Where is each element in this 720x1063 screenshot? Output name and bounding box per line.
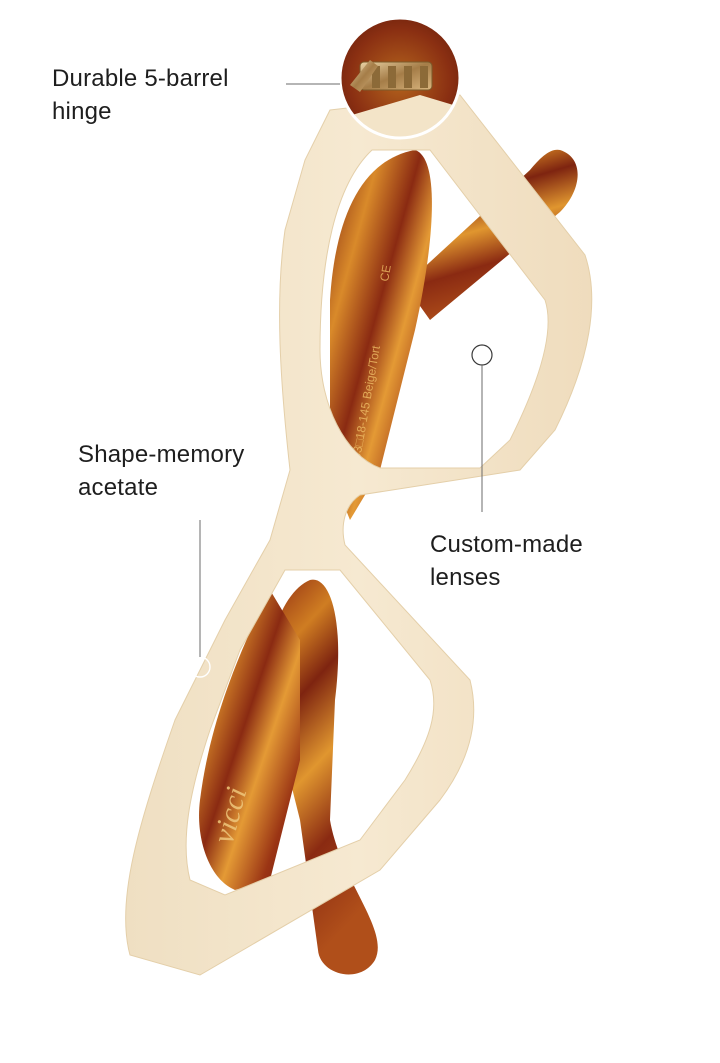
acetate-callout-marker: [189, 520, 211, 678]
front-frame: [125, 94, 593, 976]
callout-hinge: Durable 5-barrel hinge: [52, 65, 229, 125]
lenses-callout-marker: [471, 344, 493, 512]
ce-mark: CE: [377, 264, 394, 283]
callout-acetate: Shape-memory acetate: [78, 441, 245, 501]
hinge-detail: [338, 16, 462, 140]
callout-lenses: Custom-made lenses: [430, 531, 583, 591]
